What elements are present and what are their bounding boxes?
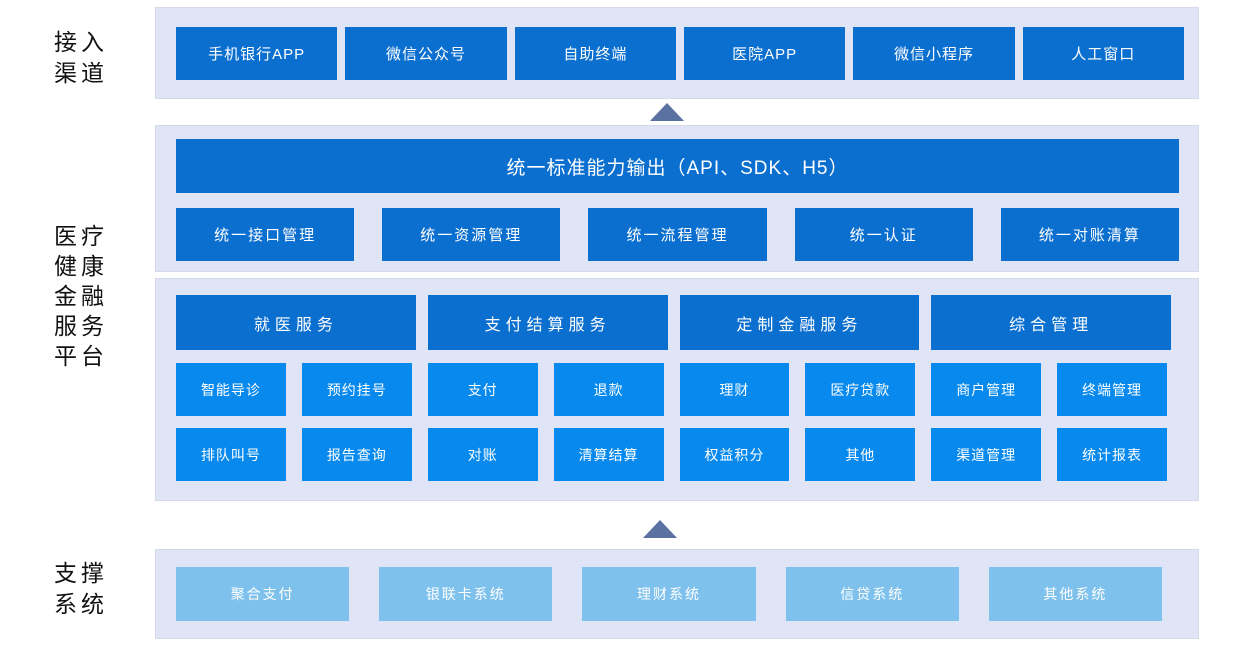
service-item-box: 退款 <box>553 363 664 416</box>
service-item-box: 清算结算 <box>553 428 664 481</box>
service-item-box: 排队叫号 <box>176 428 286 481</box>
support-system-box: 信贷系统 <box>785 567 959 621</box>
arrow-up-icon <box>650 103 684 121</box>
support-system-box: 其他系统 <box>988 567 1163 621</box>
support-system-box: 理财系统 <box>582 567 756 621</box>
support-systems-label: 支撑系统 <box>54 561 108 617</box>
capability-box: 统一接口管理 <box>176 208 355 261</box>
service-item-box: 渠道管理 <box>931 428 1042 481</box>
access-channels-panel: 手机银行APP 微信公众号 自助终端 医院APP 微信小程序 人工窗口 <box>155 7 1199 99</box>
service-item-box: 终端管理 <box>1057 363 1167 416</box>
services-panel: 就医服务 支付结算服务 定制金融服务 综合管理 智能导诊 预约挂号 支付 退款 … <box>155 278 1199 501</box>
channel-box: 手机银行APP <box>176 26 338 80</box>
service-item-box: 对账 <box>427 428 538 481</box>
arrow-up-icon <box>643 520 677 538</box>
service-item-box: 其他 <box>805 428 916 481</box>
capability-panel: 统一标准能力输出（API、SDK、H5） 统一接口管理 统一资源管理 统一流程管… <box>155 125 1199 272</box>
service-group-header: 综合管理 <box>931 295 1171 350</box>
channel-box: 自助终端 <box>514 26 676 80</box>
service-items-row: 排队叫号 报告查询 对账 清算结算 权益积分 其他 渠道管理 统计报表 <box>156 428 1198 481</box>
capability-box: 统一资源管理 <box>382 208 561 261</box>
support-system-box: 银联卡系统 <box>379 567 553 621</box>
capability-box: 统一流程管理 <box>588 208 767 261</box>
capability-row: 统一接口管理 统一资源管理 统一流程管理 统一认证 统一对账清算 <box>176 208 1180 261</box>
channel-box: 人工窗口 <box>1022 26 1184 80</box>
service-item-box: 智能导诊 <box>176 363 286 416</box>
service-group-header: 就医服务 <box>176 295 416 350</box>
service-item-box: 报告查询 <box>301 428 412 481</box>
service-item-box: 理财 <box>679 363 790 416</box>
support-systems-panel: 聚合支付 银联卡系统 理财系统 信贷系统 其他系统 <box>155 549 1199 639</box>
service-group-header: 定制金融服务 <box>679 295 920 350</box>
access-channels-label: 接入渠道 <box>54 30 108 86</box>
capability-box: 统一对账清算 <box>1000 208 1180 261</box>
service-item-box: 权益积分 <box>679 428 790 481</box>
service-item-box: 统计报表 <box>1057 428 1167 481</box>
capability-box: 统一认证 <box>794 208 973 261</box>
support-system-box: 聚合支付 <box>176 567 350 621</box>
service-item-box: 医疗贷款 <box>805 363 916 416</box>
channel-box: 微信公众号 <box>345 26 507 80</box>
service-group-header: 支付结算服务 <box>427 295 668 350</box>
service-items-row: 智能导诊 预约挂号 支付 退款 理财 医疗贷款 商户管理 终端管理 <box>156 363 1198 416</box>
service-headers-row: 就医服务 支付结算服务 定制金融服务 综合管理 <box>156 295 1198 350</box>
service-item-box: 预约挂号 <box>301 363 412 416</box>
service-item-box: 支付 <box>427 363 538 416</box>
capability-banner: 统一标准能力输出（API、SDK、H5） <box>176 139 1179 193</box>
channel-box: 微信小程序 <box>853 26 1015 80</box>
platform-label: 医疗健康金融服务平台 <box>54 224 108 369</box>
channel-box: 医院APP <box>683 26 846 80</box>
service-item-box: 商户管理 <box>931 363 1042 416</box>
